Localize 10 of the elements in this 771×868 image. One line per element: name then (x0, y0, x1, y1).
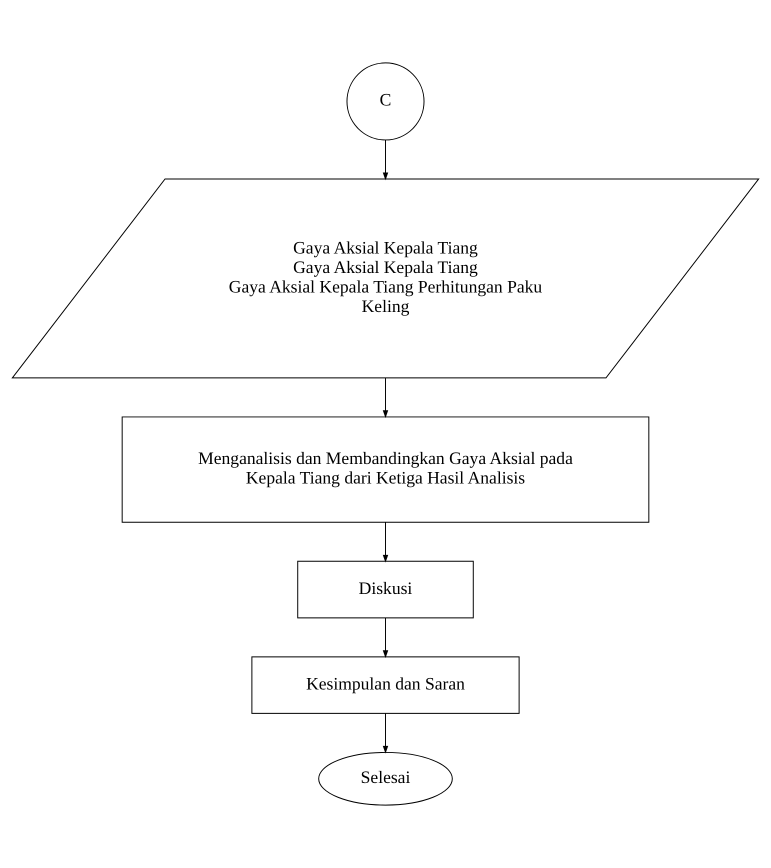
arrow (382, 139, 388, 180)
arrow (382, 378, 388, 418)
node-box: Menganalisis dan Membandingkan Gaya Aksial pada Kepala Tiang dari Ketiga Hasil Analisis (122, 416, 650, 523)
node-ellipse: Selesai (318, 752, 453, 806)
arrow (382, 522, 388, 563)
node-box: Diskusi (297, 560, 474, 618)
node-box: Kesimpulan dan Saran (251, 656, 520, 714)
arrow (382, 617, 388, 658)
node-circle: C (346, 62, 425, 140)
arrow (382, 713, 388, 754)
